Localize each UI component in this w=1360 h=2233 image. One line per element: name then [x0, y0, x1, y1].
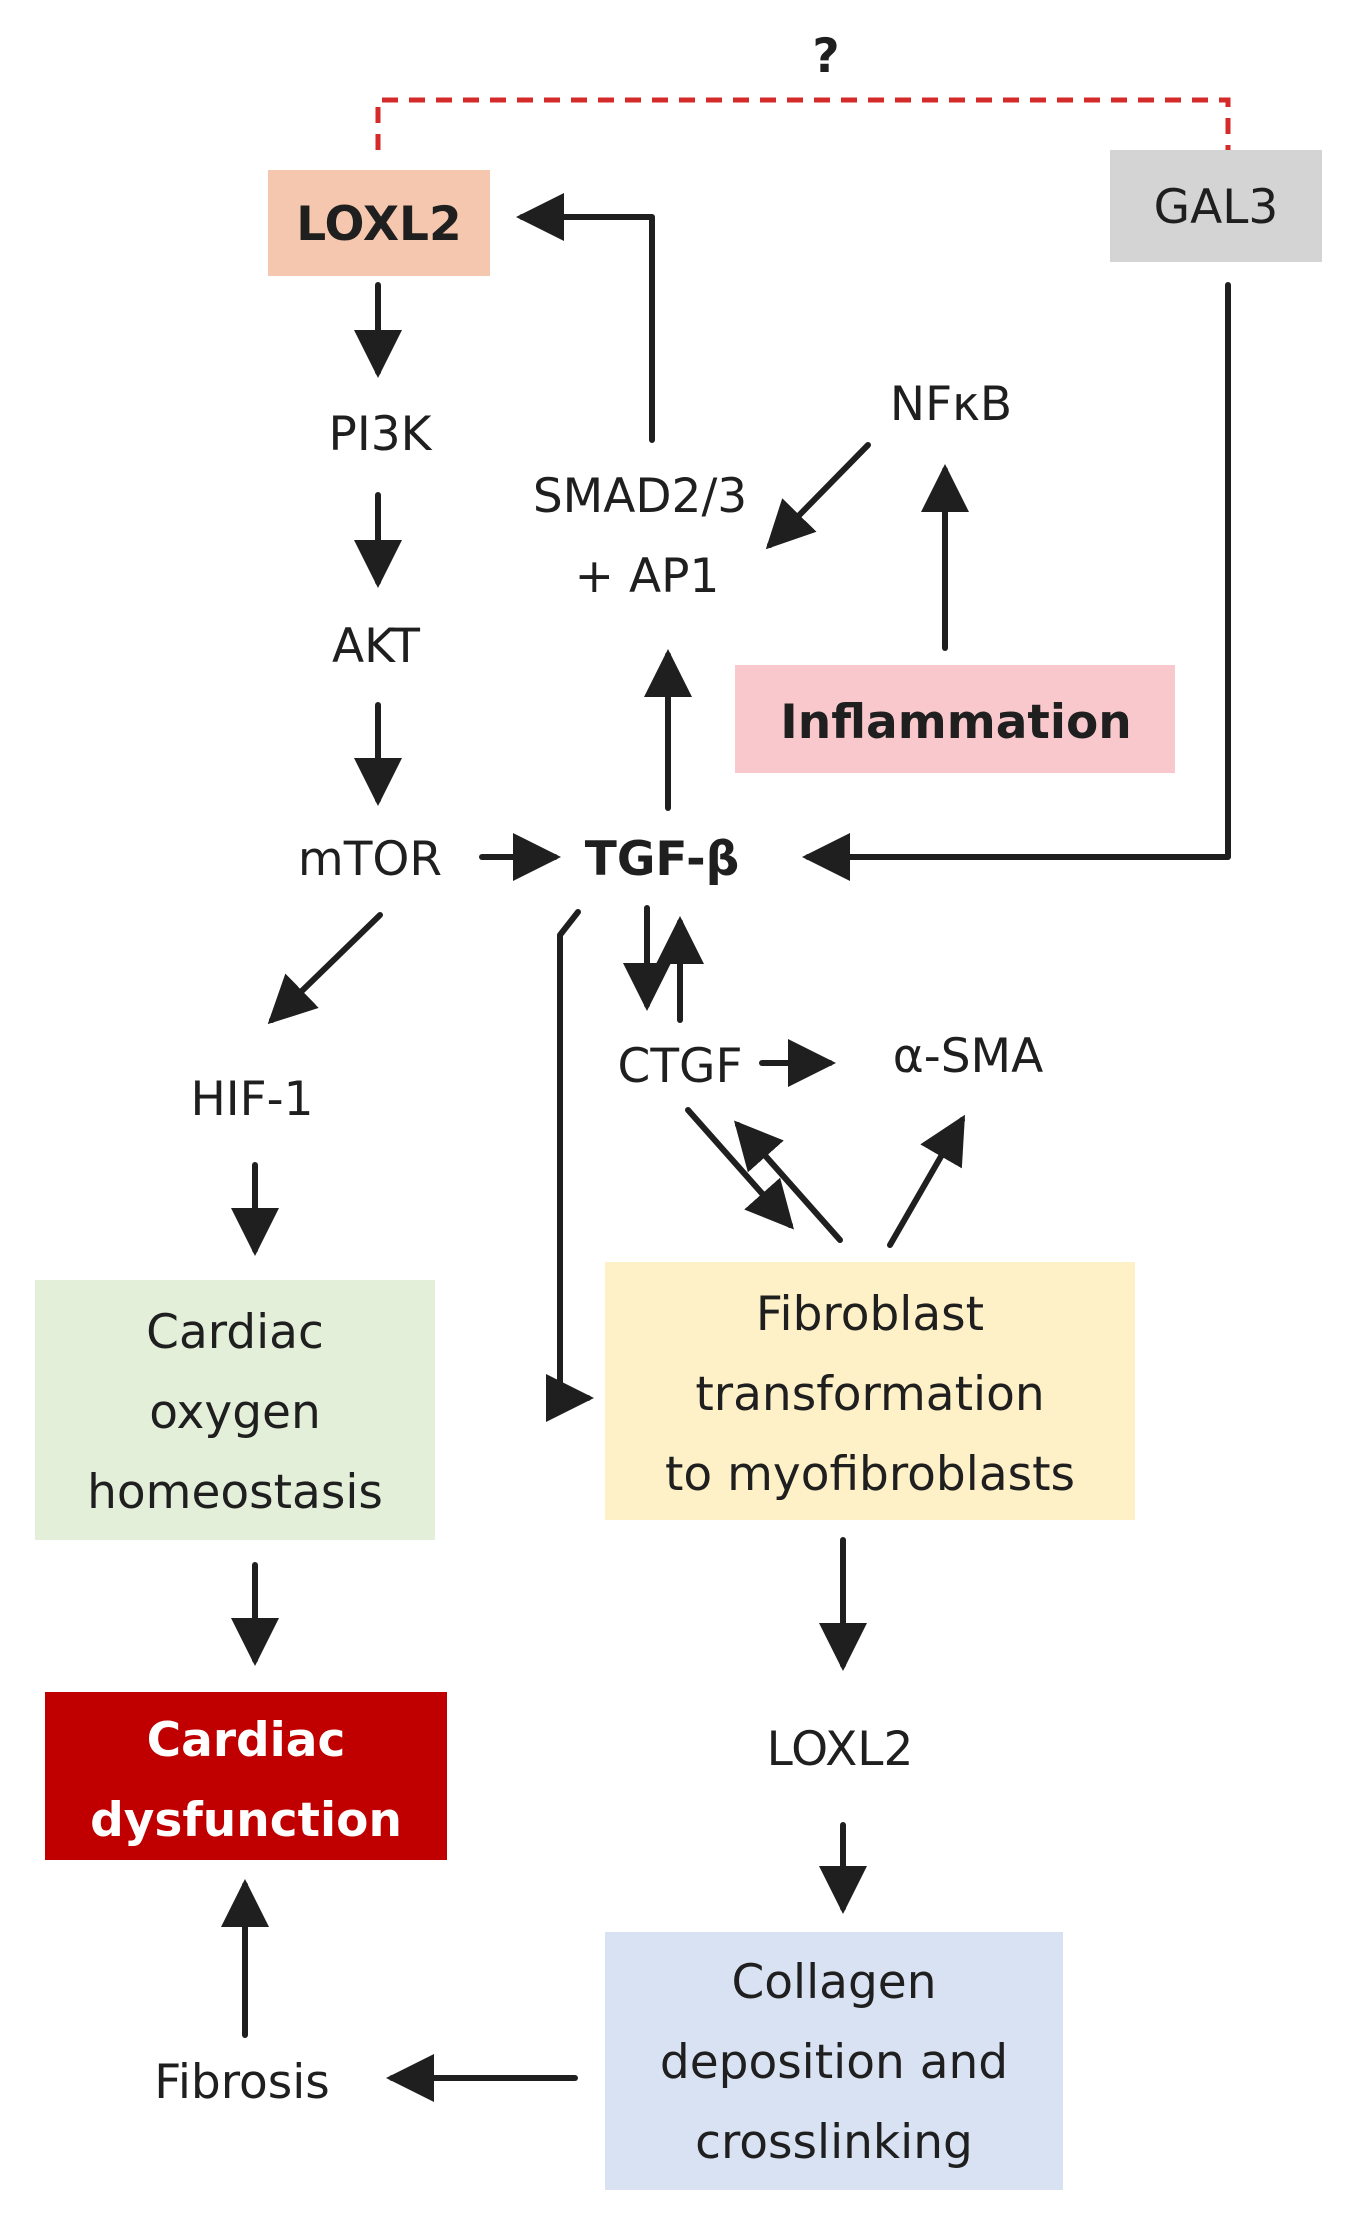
inflammation-box	[735, 665, 1175, 773]
smad-label-line2: + AP1	[575, 549, 720, 604]
hif1-label: HIF-1	[190, 1072, 313, 1127]
fibroblast-line1: Fibroblast	[756, 1287, 984, 1342]
fibroblast-box	[605, 1262, 1135, 1520]
cardiac-oxygen-line3: homeostasis	[87, 1465, 383, 1520]
dashed-link-loxl2-gal3	[375, 97, 1231, 150]
loxl2-top-box	[268, 170, 490, 276]
gal3-label: GAL3	[1154, 180, 1279, 235]
akt-label: AKT	[332, 619, 420, 674]
gal3-box	[1110, 150, 1322, 262]
inflammation-label: Inflammation	[780, 695, 1132, 750]
ctgf-label: CTGF	[618, 1039, 743, 1094]
collagen-line3: crosslinking	[695, 2115, 973, 2170]
cardiac-dysfunction-box	[45, 1692, 447, 1860]
arrow-gal3-tgfb	[802, 282, 1231, 881]
smad-label-line1: SMAD2/3	[533, 469, 747, 524]
asma-label: α-SMA	[893, 1029, 1043, 1084]
arrow-nfkb-smad	[765, 442, 871, 550]
collagen-box	[605, 1932, 1063, 2190]
pi3k-label: PI3K	[329, 407, 433, 462]
tgfb-label: TGF-β	[585, 832, 739, 887]
cardiac-oxygen-line2: oxygen	[149, 1385, 320, 1440]
arrow-smad-loxl2	[516, 193, 655, 443]
question-mark: ?	[812, 29, 839, 84]
collagen-line1: Collagen	[731, 1955, 936, 2010]
fibroblast-line2: transformation	[695, 1367, 1044, 1422]
cardiac-dysfunction-line1: Cardiac	[147, 1713, 346, 1768]
arrow-tgfb-fibroblast	[546, 909, 594, 1422]
cardiac-oxygen-box	[35, 1280, 435, 1540]
cardiac-dysfunction-line2: dysfunction	[90, 1793, 402, 1848]
nfkb-label: NFκB	[890, 377, 1012, 432]
fibroblast-line3: to myofibroblasts	[665, 1447, 1075, 1502]
collagen-line2: deposition and	[660, 2035, 1008, 2090]
fibrosis-label: Fibrosis	[154, 2055, 330, 2110]
arrow-mtor-hif1	[267, 912, 383, 1025]
loxl2-bottom-label: LOXL2	[767, 1722, 914, 1777]
arrow-fibroblast-asma	[887, 1114, 965, 1248]
cardiac-oxygen-line1: Cardiac	[146, 1305, 324, 1360]
loxl2-top-label: LOXL2	[296, 197, 461, 252]
mtor-label: mTOR	[298, 832, 442, 887]
arrow-fibroblast-ctgf	[734, 1120, 843, 1243]
